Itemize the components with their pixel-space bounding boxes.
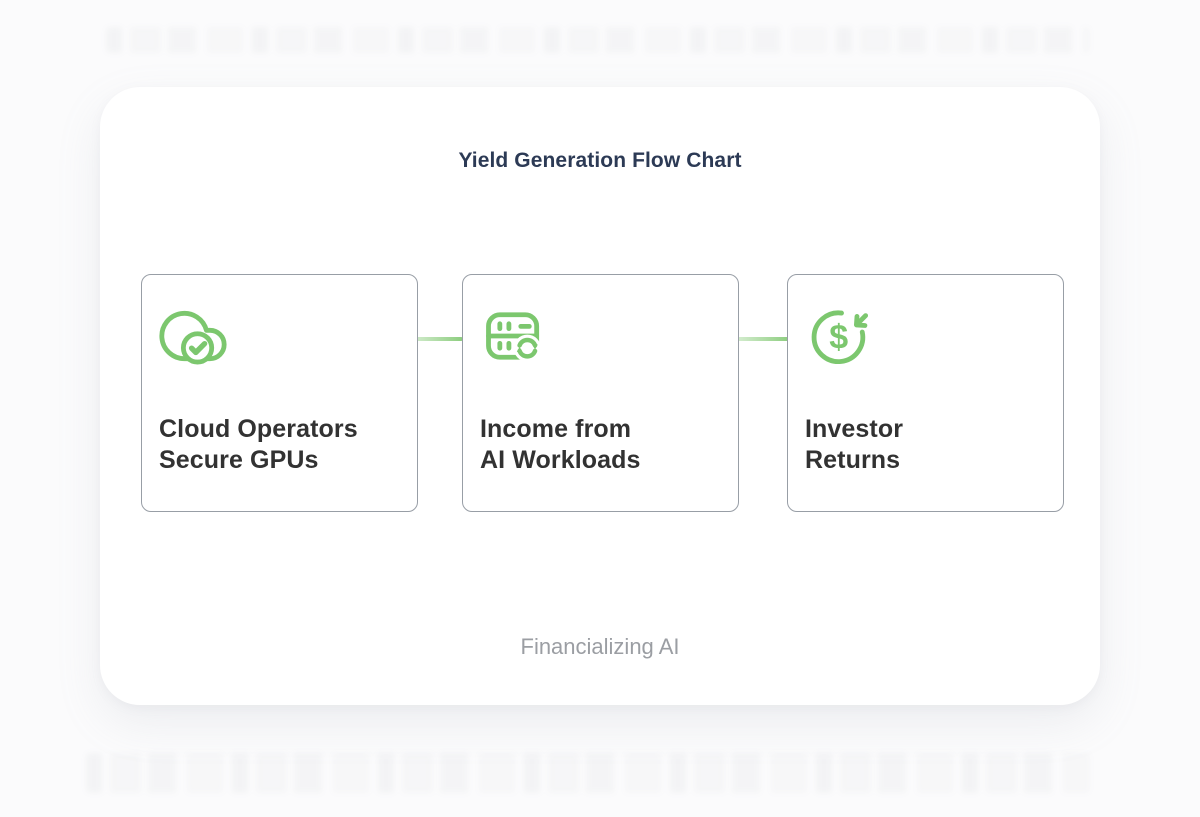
node-label-line2: Returns (805, 446, 901, 474)
dollar-return-icon: $ (805, 302, 873, 370)
ghost-text-top (106, 27, 1090, 53)
node-label: Investor Returns (805, 414, 903, 476)
page-title: Yield Generation Flow Chart (458, 149, 742, 172)
node-label-line2: Secure GPUs (159, 446, 319, 474)
cloud-check-icon (159, 302, 227, 370)
node-label: Income from AI Workloads (480, 414, 641, 476)
flow-node-ai-income: Income from AI Workloads (462, 274, 739, 512)
svg-text:$: $ (829, 318, 848, 356)
node-label-line1: Investor (805, 415, 904, 443)
node-label-line1: Cloud Operators (159, 415, 358, 443)
flow-node-investor-returns: $ Investor Returns (787, 274, 1064, 512)
server-sync-icon (480, 302, 548, 370)
footer-watermark: Financializing AI (520, 634, 680, 659)
node-label-line1: Income from (480, 415, 632, 443)
node-label: Cloud Operators Secure GPUs (159, 414, 358, 476)
ghost-text-bottom (86, 753, 1090, 793)
node-label-line2: AI Workloads (480, 446, 641, 474)
flow-chart-card: Yield Generation Flow Chart Cloud Operat… (100, 87, 1100, 705)
flow-node-cloud-operators: Cloud Operators Secure GPUs (141, 274, 418, 512)
